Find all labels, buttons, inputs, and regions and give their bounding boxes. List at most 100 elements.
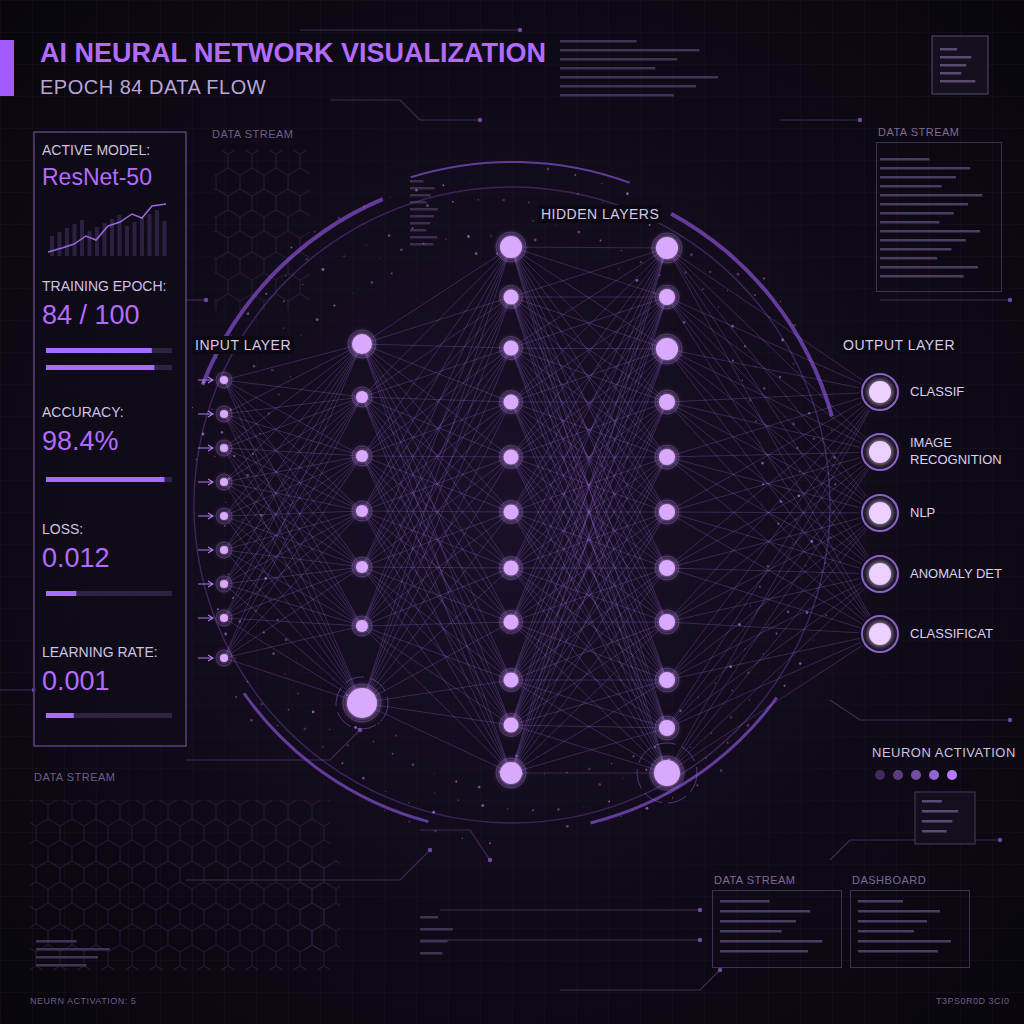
progress-fill [46,591,76,596]
synapse-line [511,728,667,773]
particle [272,652,275,655]
synapse-line [362,297,511,626]
code-row [560,49,699,52]
synapse-line [511,512,667,773]
neuron-ring [862,434,898,470]
particle [640,261,643,264]
particle [442,184,444,186]
synapse-line [224,511,362,584]
synapse-line [362,626,511,725]
synapse-line [224,380,362,626]
synapse-line [667,407,866,622]
neuron [659,394,675,410]
neuron-ring [862,495,898,531]
chart-bar [88,231,92,256]
synapse-line [511,725,667,773]
synapse-line [362,511,511,622]
subtitle: EPOCH 84 DATA FLOW [40,76,266,99]
neuron [504,505,519,520]
neuron [504,450,519,465]
ring-arcs [201,161,834,824]
particle [412,763,415,766]
synapse-line [511,348,667,402]
progress-track [46,713,172,718]
code-row [720,930,782,933]
particle [502,790,503,791]
trace-end [1008,718,1012,722]
particle [557,808,560,811]
particle [302,284,303,285]
synapse-line [362,512,511,703]
code-row [880,239,966,242]
code-row [720,920,796,923]
synapse-line [511,402,667,403]
synapse-line [224,414,362,626]
particle [583,806,584,807]
code-row [720,900,770,903]
synapse-line [224,456,362,482]
synapse-line [511,297,667,568]
input-arrow [198,615,213,621]
particle [598,783,601,786]
trace-end [1008,298,1012,302]
synapse-line [362,297,511,703]
particle [389,197,390,198]
particle [247,681,249,683]
particle [784,685,786,687]
particle [395,734,397,736]
code-row [880,167,970,170]
panel-heading: DATA STREAM [878,126,1002,138]
code-row [880,203,968,206]
particle [247,312,250,315]
code-row [880,158,930,161]
code-row [560,67,655,70]
activation-dot [893,770,903,780]
layer-label: HIDDEN LAYERS [538,205,662,223]
particle [322,268,325,271]
metric-label: LEARNING RATE: [42,644,184,660]
neuron-ring [500,557,523,580]
particle [759,586,761,588]
neuron-ring [655,610,679,634]
synapse-line [224,380,362,703]
synapse-line [511,457,667,773]
output-neuron: IMAGE RECOGNITION [858,432,1014,472]
synapse-line [224,397,362,448]
particle [792,542,793,543]
output-label: IMAGE RECOGNITION [910,435,1014,469]
input-arrow [198,411,213,417]
particle [730,716,733,719]
synapse-line [511,247,667,512]
metric-label: ACTIVE MODEL: [42,142,184,158]
synapse-line [362,511,511,680]
output-neuron-shape [858,554,902,594]
particle [462,838,463,839]
particle [727,290,728,291]
code-row [880,275,964,278]
neuron [504,615,519,630]
synapse-line [667,248,869,556]
particle [329,729,330,730]
particle [824,562,826,564]
circuit-trace [0,689,34,690]
code-row [410,215,434,218]
particle [766,706,767,707]
synapse-line [224,482,362,703]
connection-lines [224,247,870,773]
neuron-ring [216,508,232,524]
synapse-line [667,469,868,773]
input-arrow [198,581,213,587]
particle [600,239,602,241]
particle [434,773,435,774]
particle [241,519,243,521]
synapse-line [511,297,667,773]
neuron-halo [336,677,388,729]
neuron-ring [655,500,679,524]
chart-line [48,204,166,252]
particle [544,773,545,774]
particle [831,430,832,431]
particle [763,387,766,390]
particle [834,483,836,485]
circuit-trace [440,909,700,910]
particle [780,301,781,302]
